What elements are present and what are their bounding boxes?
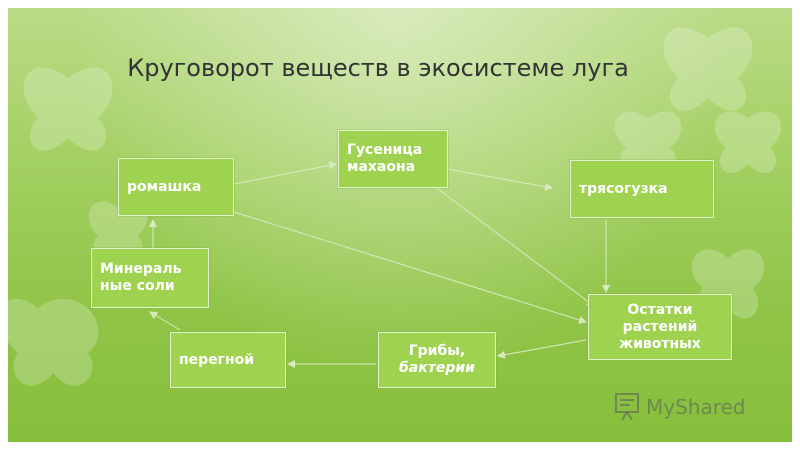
butterfly-icon — [23, 67, 113, 151]
butterfly-icon — [714, 111, 782, 174]
watermark: MyShared — [614, 386, 746, 428]
node-remains-line3: животных — [619, 335, 701, 352]
presentation-board-icon — [615, 393, 639, 421]
cycle-arrows — [149, 161, 610, 368]
node-romashka: ромашка — [118, 158, 234, 216]
butterfly-icon — [614, 111, 682, 174]
node-caterpillar-line1: Гусеница — [347, 142, 423, 158]
node-minerals-line1: Минераль — [100, 261, 182, 277]
node-fungi-line1: Грибы, — [408, 343, 466, 359]
node-minerals: Минераль ные соли — [91, 248, 209, 308]
node-humus-label: перегной — [179, 351, 255, 368]
node-wagtail-label: трясогузка — [579, 180, 668, 197]
node-minerals-label: Минераль ные соли — [100, 261, 181, 295]
watermark-text: MyShared — [646, 395, 746, 419]
butterfly-icon — [8, 298, 99, 386]
node-caterpillar-label: Гусеница махаона — [347, 142, 422, 176]
node-fungi: Грибы, бактерии — [378, 332, 496, 388]
slide-title: Круговорот веществ в экосистеме луга — [127, 54, 629, 82]
node-fungi-label: Грибы, бактерии — [399, 343, 475, 377]
arrow-caterpillar-to-remains — [433, 185, 595, 307]
node-remains-line1: Остатки — [627, 301, 693, 318]
node-wagtail: трясогузка — [570, 160, 714, 218]
arrow-romashka-to-caterpillar — [233, 161, 337, 185]
butterfly-icon — [663, 27, 753, 111]
node-romashka-label: ромашка — [127, 178, 202, 195]
arrow-romashka-to-remains — [233, 211, 587, 324]
arrow-remains-to-fungi — [497, 339, 587, 359]
node-fungi-line2: бактерии — [399, 360, 475, 376]
node-humus: перегной — [170, 332, 286, 388]
node-remains-label: Остатки растений животных — [619, 302, 701, 353]
node-caterpillar-line2: махаона — [347, 159, 416, 175]
arrow-humus-to-minerals — [149, 311, 181, 331]
node-remains-line2: растений — [622, 318, 698, 335]
arrow-caterpillar-to-wagtail — [441, 167, 553, 191]
slide: Круговорот веществ в экосистеме луга ром… — [8, 8, 792, 442]
node-caterpillar: Гусеница махаона — [338, 130, 448, 188]
node-minerals-line2: ные соли — [100, 278, 175, 294]
node-remains: Остатки растений животных — [588, 294, 732, 360]
butterfly-background — [8, 27, 782, 386]
